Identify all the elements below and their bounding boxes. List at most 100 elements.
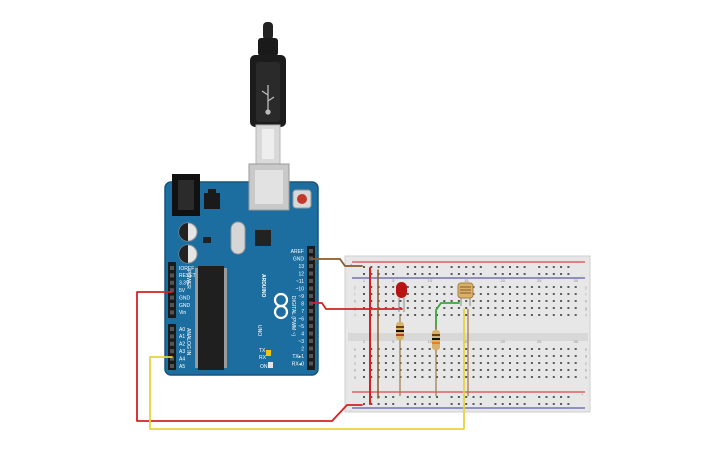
breadboard-hole[interactable] (428, 286, 431, 288)
breadboard-hole[interactable] (370, 314, 373, 316)
rail-hole[interactable] (414, 266, 417, 268)
breadboard-hole[interactable] (465, 314, 468, 316)
breadboard-hole[interactable] (516, 369, 519, 371)
breadboard-hole[interactable] (472, 300, 475, 302)
breadboard-hole[interactable] (494, 307, 497, 309)
rail-hole[interactable] (370, 273, 373, 275)
breadboard-hole[interactable] (567, 314, 570, 316)
breadboard-hole[interactable] (545, 286, 548, 288)
breadboard-hole[interactable] (428, 293, 431, 295)
rail-hole[interactable] (509, 273, 511, 275)
rail-hole[interactable] (560, 273, 563, 275)
breadboard-hole[interactable] (457, 369, 460, 371)
breadboard-hole[interactable] (363, 369, 365, 371)
breadboard-hole[interactable] (560, 314, 563, 316)
breadboard-hole[interactable] (428, 362, 431, 364)
breadboard-hole[interactable] (399, 300, 402, 302)
rail-hole[interactable] (523, 396, 526, 398)
rail-hole[interactable] (392, 273, 395, 275)
digital-pin[interactable] (309, 294, 313, 298)
breadboard-hole[interactable] (450, 293, 453, 295)
rail-hole[interactable] (560, 403, 563, 405)
rail-hole[interactable] (538, 396, 541, 398)
breadboard-hole[interactable] (479, 307, 482, 309)
breadboard-hole[interactable] (530, 286, 533, 288)
rail-hole[interactable] (567, 273, 570, 275)
breadboard-hole[interactable] (472, 369, 475, 371)
breadboard-hole[interactable] (530, 355, 533, 357)
breadboard-hole[interactable] (384, 355, 387, 357)
breadboard-hole[interactable] (450, 355, 453, 357)
breadboard-hole[interactable] (501, 362, 504, 364)
breadboard-hole[interactable] (457, 376, 460, 378)
breadboard-hole[interactable] (487, 369, 490, 371)
breadboard-hole[interactable] (494, 362, 497, 364)
rail-hole[interactable] (501, 403, 504, 405)
breadboard-hole[interactable] (567, 348, 570, 350)
breadboard-hole[interactable] (414, 355, 417, 357)
rail-hole[interactable] (552, 266, 555, 268)
rail-hole[interactable] (428, 403, 431, 405)
rail-hole[interactable] (509, 403, 511, 405)
breadboard-hole[interactable] (443, 300, 446, 302)
breadboard-hole[interactable] (421, 307, 424, 309)
breadboard-hole[interactable] (450, 314, 453, 316)
breadboard-hole[interactable] (538, 355, 541, 357)
breadboard-hole[interactable] (472, 355, 475, 357)
breadboard-hole[interactable] (538, 293, 541, 295)
breadboard-hole[interactable] (428, 348, 431, 350)
breadboard-hole[interactable] (363, 314, 365, 316)
breadboard-hole[interactable] (414, 286, 417, 288)
rail-hole[interactable] (428, 273, 431, 275)
breadboard-hole[interactable] (399, 314, 402, 316)
breadboard-hole[interactable] (530, 307, 533, 309)
digital-pin[interactable] (309, 361, 313, 366)
breadboard-hole[interactable] (567, 376, 570, 378)
breadboard-hole[interactable] (363, 293, 365, 295)
breadboard-hole[interactable] (450, 307, 453, 309)
breadboard-hole[interactable] (552, 286, 555, 288)
breadboard-hole[interactable] (523, 369, 526, 371)
rail-hole[interactable] (545, 273, 548, 275)
digital-pin[interactable] (309, 264, 313, 268)
rail-hole[interactable] (436, 396, 438, 398)
rail-hole[interactable] (516, 273, 519, 275)
breadboard-hole[interactable] (523, 355, 526, 357)
breadboard-hole[interactable] (479, 348, 482, 350)
rail-hole[interactable] (450, 266, 453, 268)
breadboard-hole[interactable] (450, 348, 453, 350)
breadboard-hole[interactable] (443, 362, 446, 364)
analog-pin[interactable] (170, 349, 174, 354)
breadboard-hole[interactable] (574, 293, 577, 295)
breadboard-hole[interactable] (363, 376, 365, 378)
breadboard-hole[interactable] (538, 369, 541, 371)
rail-hole[interactable] (523, 403, 526, 405)
digital-pin[interactable] (309, 249, 313, 253)
breadboard-hole[interactable] (509, 362, 511, 364)
rail-hole[interactable] (450, 273, 453, 275)
breadboard-hole[interactable] (406, 355, 409, 357)
rail-hole[interactable] (421, 266, 424, 268)
breadboard-hole[interactable] (494, 314, 497, 316)
breadboard-hole[interactable] (501, 348, 504, 350)
breadboard-hole[interactable] (530, 314, 533, 316)
breadboard-hole[interactable] (399, 307, 402, 309)
breadboard-hole[interactable] (530, 376, 533, 378)
breadboard-hole[interactable] (436, 293, 438, 295)
rail-hole[interactable] (392, 266, 395, 268)
breadboard-hole[interactable] (370, 369, 373, 371)
rail-hole[interactable] (538, 273, 541, 275)
breadboard-hole[interactable] (509, 348, 511, 350)
breadboard-hole[interactable] (472, 362, 475, 364)
breadboard-hole[interactable] (494, 376, 497, 378)
breadboard-hole[interactable] (516, 314, 519, 316)
breadboard-hole[interactable] (479, 293, 482, 295)
rail-hole[interactable] (509, 266, 511, 268)
power-pin[interactable] (170, 288, 174, 293)
analog-pin[interactable] (170, 341, 174, 346)
digital-pin[interactable] (309, 346, 313, 351)
rail-hole[interactable] (501, 266, 504, 268)
breadboard-hole[interactable] (392, 307, 395, 309)
rail-hole[interactable] (406, 403, 409, 405)
breadboard-hole[interactable] (421, 286, 424, 288)
